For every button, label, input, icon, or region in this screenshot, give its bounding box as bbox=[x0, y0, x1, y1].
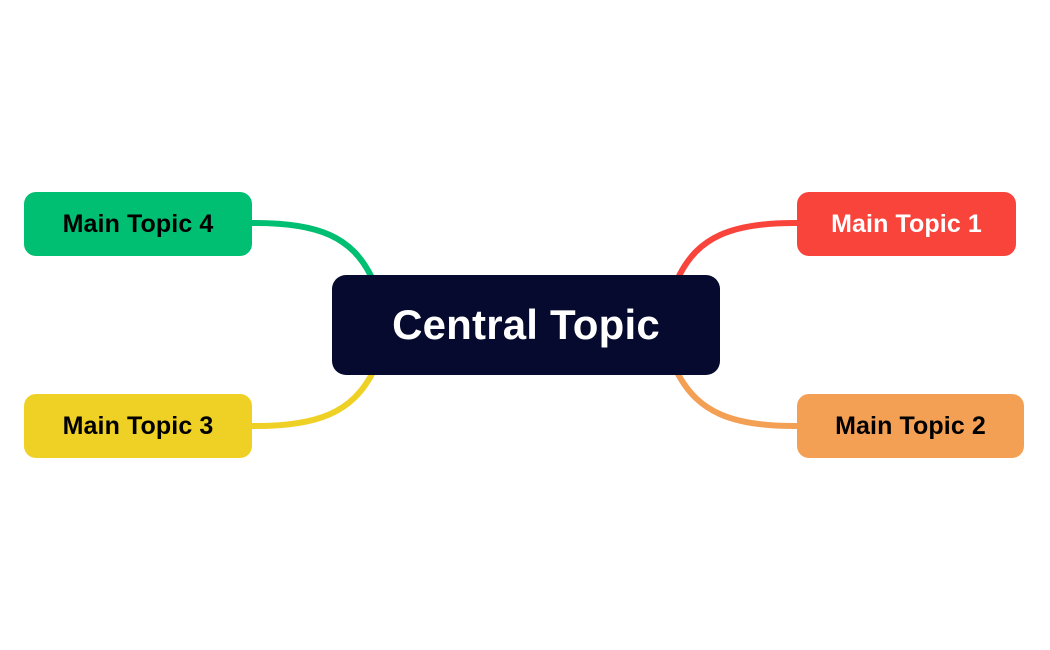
branch-label-topic-1: Main Topic 1 bbox=[831, 209, 982, 238]
central-topic-node[interactable]: Central Topic bbox=[332, 275, 720, 375]
branch-node-topic-4[interactable]: Main Topic 4 bbox=[24, 192, 252, 256]
connector-topic-1 bbox=[676, 219, 803, 279]
connector-topic-3 bbox=[247, 371, 375, 430]
connector-topic-4 bbox=[247, 219, 374, 279]
branch-label-topic-2: Main Topic 2 bbox=[835, 411, 986, 440]
branch-node-topic-3[interactable]: Main Topic 3 bbox=[24, 394, 252, 458]
branch-node-topic-1[interactable]: Main Topic 1 bbox=[797, 192, 1016, 256]
branch-label-topic-3: Main Topic 3 bbox=[62, 411, 214, 440]
central-topic-label: Central Topic bbox=[392, 301, 660, 348]
connector-topic-2 bbox=[675, 371, 803, 430]
branch-label-topic-4: Main Topic 4 bbox=[62, 209, 214, 238]
branch-node-topic-2[interactable]: Main Topic 2 bbox=[797, 394, 1024, 458]
